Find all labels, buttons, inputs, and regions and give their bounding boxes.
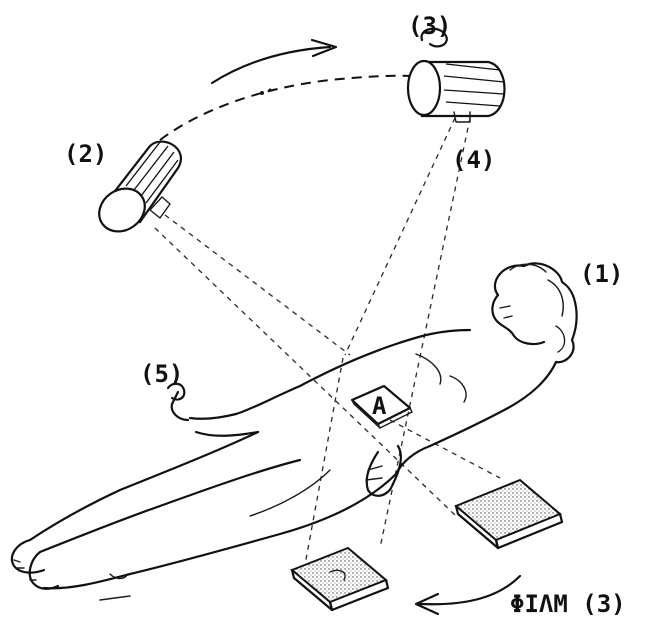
label-film: ΦΙΛΜ (3) [510,590,626,618]
radiation-source-end [408,29,505,122]
label-dosimeter: (5) [140,360,183,388]
label-source-start: (2) [64,140,107,168]
marker-letter: A [372,392,387,420]
abdomen-marker: A [352,386,412,428]
rotation-arc [160,40,412,140]
patient-figure [12,263,577,600]
film-plate-right [456,480,562,548]
film-return-arrow [416,576,520,614]
label-source-end: (3) [408,12,451,40]
label-beam-axis: (4) [452,146,495,174]
beam-lines [155,118,500,565]
label-patient: (1) [580,260,623,288]
